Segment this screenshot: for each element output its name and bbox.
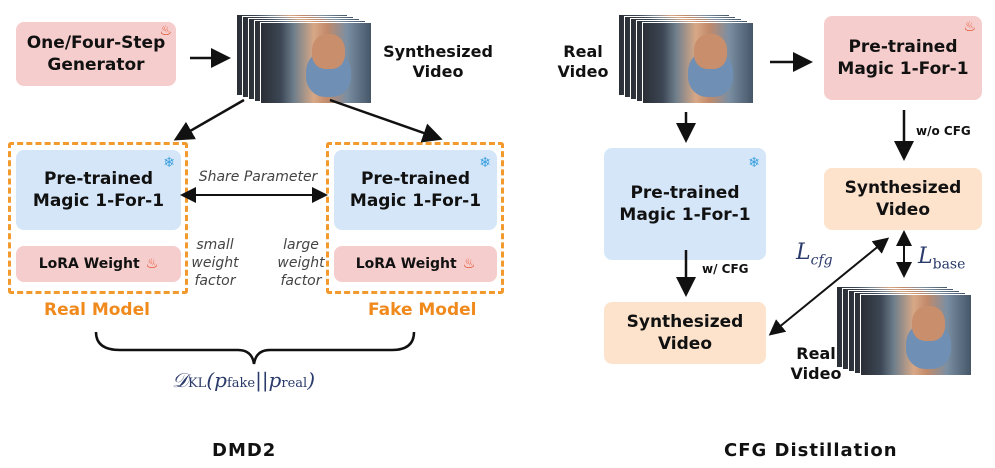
share-parameter-label: Share Parameter: [198, 169, 318, 185]
fire-icon: ♨: [963, 19, 976, 35]
snowflake-icon: ❄: [748, 155, 760, 171]
real-video-top-label: Real Video: [557, 42, 609, 81]
fire-icon: ♨: [145, 256, 159, 272]
lora-weight-right: LoRA Weight ♨: [334, 246, 497, 282]
real-video-bottom-label: Real Video: [790, 344, 842, 383]
kl-loss: 𝒟KL(pfake||preal): [172, 368, 315, 392]
fire-icon: ♨: [462, 256, 476, 272]
synth-left-label: Synthesized Video: [626, 312, 744, 354]
kl-brace: [94, 331, 416, 365]
dmd2-title: DMD2: [212, 440, 277, 461]
cfg-distillation-title: CFG Distillation: [724, 440, 898, 461]
l-cfg-arrow: [768, 237, 890, 336]
fake-model-frame: [326, 142, 504, 294]
generator-box: One/Four-Step Generator ♨: [16, 22, 176, 86]
synth-right-label: Synthesized Video: [844, 178, 962, 220]
synthesized-video-left: Synthesized Video: [604, 302, 766, 364]
real-model-frame: [8, 142, 188, 294]
video-to-fake-arrow: [329, 98, 443, 143]
wo-cfg-label: w/o CFG: [916, 124, 971, 138]
student-model-label: Pre-trained Magic 1-For-1: [619, 183, 751, 225]
fire-icon: ♨: [159, 23, 172, 39]
real-video-stack-top: [618, 14, 758, 114]
snowflake-icon: ❄: [163, 155, 175, 171]
real-model-label: Pre-trained Magic 1-For-1: [32, 169, 165, 211]
student-model-box: Pre-trained Magic 1-For-1 ❄: [604, 148, 766, 260]
fake-model-label: Fake Model: [368, 300, 477, 320]
real-model-box: Pre-trained Magic 1-For-1 ❄: [16, 150, 181, 230]
w-cfg-label: w/ CFG: [702, 262, 749, 276]
real-model-label: Real Model: [44, 300, 150, 320]
fake-model-box: Pre-trained Magic 1-For-1 ❄: [334, 150, 497, 230]
teacher-model-box: Pre-trained Magic 1-For-1 ♨: [824, 16, 982, 100]
teacher-model-label: Pre-trained Magic 1-For-1: [837, 37, 969, 79]
large-weight-factor: large weight factor: [277, 237, 325, 289]
fake-model-label-text: Pre-trained Magic 1-For-1: [349, 169, 482, 211]
lora-weight-left: LoRA Weight ♨: [16, 246, 181, 282]
snowflake-icon: ❄: [479, 155, 491, 171]
lora-right-label: LoRA Weight: [355, 256, 457, 272]
lora-left-label: LoRA Weight: [38, 256, 140, 272]
synthesized-video-right: Synthesized Video: [824, 168, 982, 230]
synthesized-video-label: Synthesized Video: [383, 42, 493, 81]
video-to-real-arrow: [173, 98, 245, 141]
small-weight-factor: small weight factor: [191, 237, 239, 289]
synthesized-video-stack: [236, 14, 376, 114]
generator-label: One/Four-Step Generator: [26, 33, 166, 75]
l-base-loss: Lbase: [918, 244, 966, 273]
